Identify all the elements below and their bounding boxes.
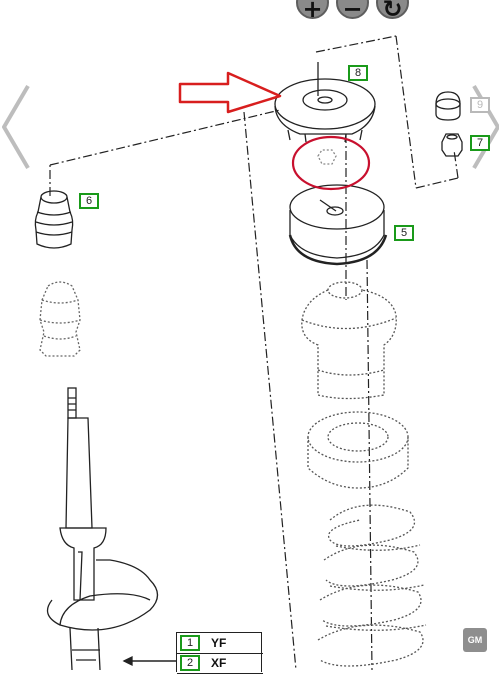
variant-legend-table: 1 YF 2 XF [176, 632, 263, 674]
chevron-left-icon [2, 84, 30, 170]
reset-view-button[interactable]: ↻ [376, 0, 409, 23]
callout-part-7[interactable]: 7 [470, 135, 490, 151]
callout-part-6[interactable]: 6 [79, 193, 99, 209]
gm-logo: GM [463, 628, 487, 652]
callout-part-8[interactable]: 8 [348, 65, 368, 81]
gm-logo-text: GM [467, 635, 483, 645]
nut-part-7 [441, 133, 463, 157]
legend-row[interactable]: 1 YF [177, 633, 263, 654]
plus-icon: + [302, 0, 323, 23]
strut-bearing-part-5 [288, 184, 388, 266]
cap-part-9 [435, 91, 461, 121]
minus-icon: − [342, 0, 363, 23]
previous-page-button[interactable] [0, 82, 32, 172]
dust-boot-right [301, 281, 397, 400]
legend-code: XF [211, 656, 227, 670]
legend-row[interactable]: 2 XF [177, 653, 263, 674]
bump-stop-part-6 [34, 190, 74, 249]
zoom-in-button[interactable]: + [296, 0, 329, 23]
highlight-arrow [178, 71, 282, 114]
nut-hidden-part [317, 149, 337, 165]
strut-assembly [46, 387, 159, 670]
legend-code: YF [211, 636, 227, 650]
coil-spring [317, 504, 427, 667]
callout-part-5[interactable]: 5 [394, 225, 414, 241]
dust-boot-left [39, 281, 81, 357]
reset-icon: ↻ [382, 0, 403, 23]
next-page-button[interactable] [470, 82, 499, 172]
spring-mount-ring [307, 411, 409, 489]
assembly-leader-lines [49, 35, 459, 670]
callout-part-9[interactable]: 9 [470, 97, 490, 113]
legend-number-1[interactable]: 1 [180, 635, 200, 651]
highlight-circle [291, 135, 371, 191]
chevron-right-icon [472, 84, 499, 170]
legend-number-2[interactable]: 2 [180, 655, 200, 671]
strut-mount-part-8 [274, 62, 376, 143]
